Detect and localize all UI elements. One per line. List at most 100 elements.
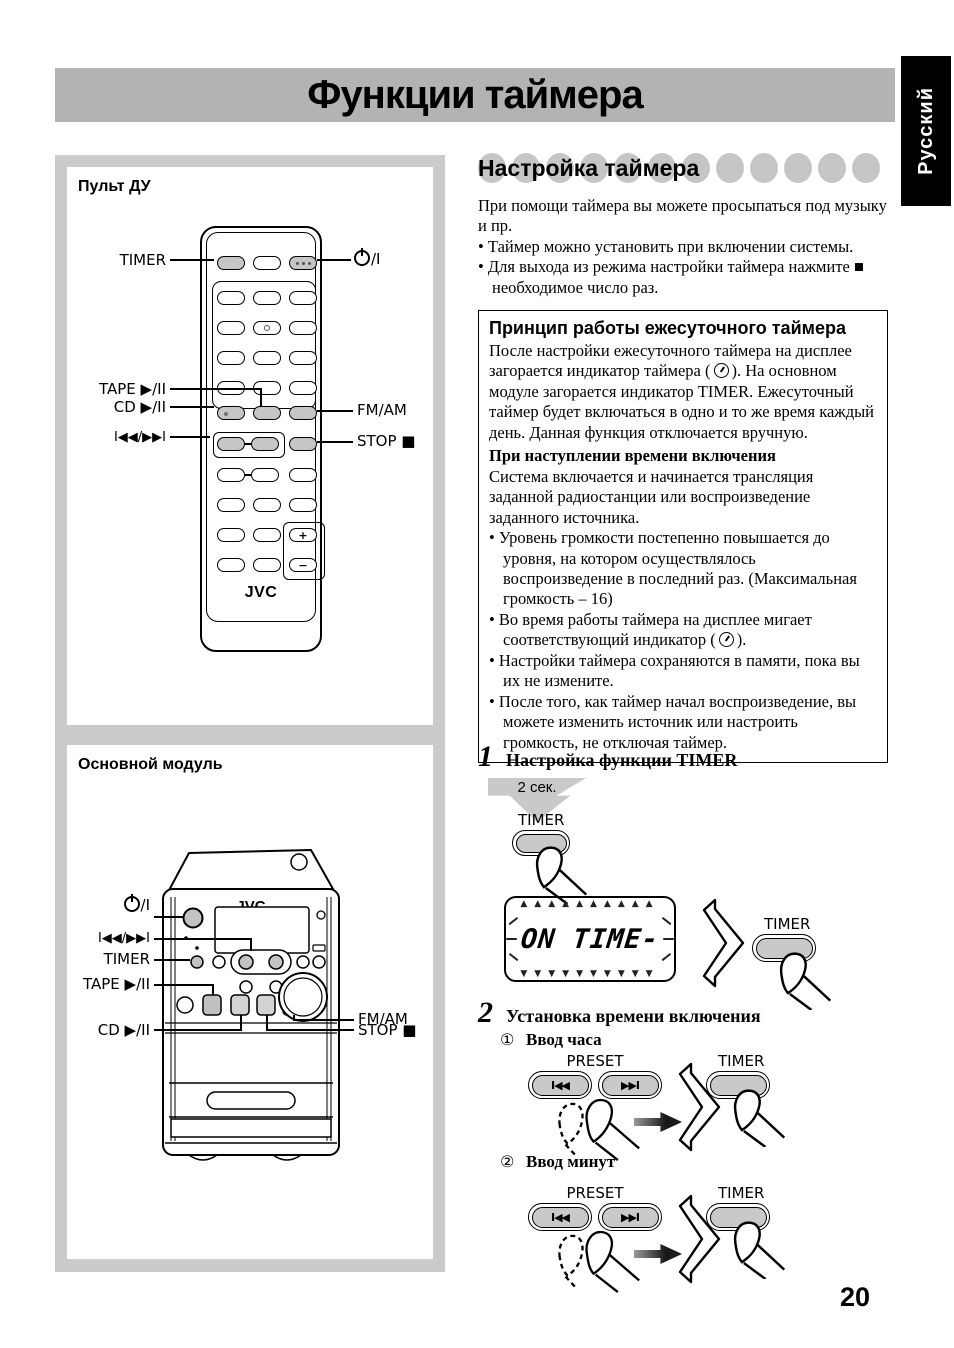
power-label-text: /I	[371, 250, 381, 268]
power-icon	[123, 896, 140, 912]
heading-dot	[750, 153, 778, 183]
module-tape-button	[202, 994, 222, 1016]
language-tab-label: Русский	[914, 87, 937, 175]
info-bullet: Во время работы таймера на дисплее мигае…	[489, 610, 877, 651]
module-skip-back-button	[238, 954, 254, 970]
para1-part-b: ). На основном модуле загорается индикат…	[489, 361, 875, 442]
display-text: ON TIME-	[519, 924, 661, 955]
remote-button	[217, 468, 245, 482]
flash-marks-bottom: ▼▼▼▼▼▼▼▼▼▼	[520, 969, 660, 979]
callout-line	[170, 436, 210, 438]
remote-face	[206, 232, 316, 622]
remote-button	[253, 351, 281, 365]
skip-forward-icon: ▶▶I	[601, 1206, 659, 1228]
callout-module-power: /I	[60, 896, 150, 913]
timer-button-label: TIMER	[518, 811, 565, 829]
flash-ray	[506, 938, 517, 941]
intro-text: При помощи таймера вы можете просыпаться…	[478, 196, 887, 236]
remote-button	[253, 256, 281, 270]
remote-button	[289, 468, 317, 482]
bullet-part-a: Во время работы таймера на дисплее мигае…	[498, 609, 812, 650]
callout-module-tape: TAPE ▶/II	[83, 975, 150, 993]
callout-line	[240, 1015, 242, 1031]
remote-button	[217, 291, 245, 305]
remote-stop-button	[289, 437, 317, 451]
callout-module-fmam: FM/AM	[358, 1010, 408, 1028]
callout-line	[260, 388, 262, 406]
skip-forward-icon: ▶▶I	[601, 1074, 659, 1096]
heading-dot	[478, 153, 506, 183]
lid-circle	[290, 853, 308, 871]
module-stop-button	[256, 994, 276, 1016]
display-illustration: ▲▲▲▲▲▲▲▲▲▲ ON TIME- ▼▼▼▼▼▼▼▼▼▼	[504, 896, 676, 982]
module-cd-button	[230, 994, 250, 1016]
remote-skip-forward-button	[251, 437, 279, 451]
remote-button	[253, 321, 281, 335]
callout-line	[154, 959, 190, 961]
remote-button	[217, 351, 245, 365]
preset-back-button: I◀◀	[528, 1071, 592, 1099]
callout-line	[317, 441, 353, 443]
remote-skip-group	[213, 432, 285, 458]
remote-timer-button	[217, 256, 245, 270]
callout-module-timer: TIMER	[103, 950, 150, 968]
callout-tape: TAPE ▶/II	[99, 380, 166, 398]
heading-dot	[716, 153, 744, 183]
remote-cd-button	[217, 406, 245, 420]
power-icon	[354, 250, 370, 266]
callout-cd: CD ▶/II	[113, 398, 166, 416]
module-top-lid	[166, 849, 334, 895]
next-arrow-icon	[700, 898, 746, 988]
heading-dot	[852, 153, 880, 183]
skip-back-icon: I◀◀	[531, 1074, 589, 1096]
callout-line	[293, 1015, 295, 1021]
callout-line	[154, 938, 252, 940]
finger-icon	[772, 948, 834, 1010]
module-display	[214, 906, 310, 954]
callout-stop: STOP ■	[357, 432, 416, 450]
remote-button	[289, 291, 317, 305]
page-title: Функции таймера	[307, 72, 643, 117]
bullet-part-b: ).	[736, 630, 747, 650]
preset-label: PRESET	[566, 1052, 624, 1070]
callout-line	[266, 1015, 268, 1031]
callout-line	[170, 406, 214, 408]
jvc-logo: JVC	[244, 584, 278, 601]
remote-control-illustration: + − JVC	[200, 226, 325, 652]
timer-button-label: TIMER	[764, 915, 811, 933]
heading-dot	[648, 153, 676, 183]
remote-volume-group	[283, 522, 325, 580]
remote-button	[289, 351, 317, 365]
info-box-subheading: При наступлении времени включения	[489, 446, 776, 466]
substep1-title: Ввод часа	[526, 1030, 602, 1049]
remote-power-button	[289, 256, 317, 270]
page-title-bar: Функции таймера	[55, 68, 895, 122]
step2-number: 2	[478, 996, 493, 1029]
heading-dot	[614, 153, 642, 183]
remote-button	[217, 528, 245, 542]
substep2-number: ②	[500, 1152, 515, 1171]
remote-button	[217, 321, 245, 335]
info-box: Принцип работы ежесуточного таймера Посл…	[478, 310, 888, 764]
callout-line	[154, 1029, 242, 1031]
info-box-para2: Система включается и начинается трансляц…	[489, 466, 814, 527]
module-tape-door-handle	[206, 1091, 296, 1110]
info-box-heading: Принцип работы ежесуточного таймера	[489, 318, 846, 338]
remote-volume-up-button: +	[289, 528, 317, 542]
section-title: Настройка таймера	[478, 155, 700, 181]
module-timer-button	[190, 955, 204, 969]
heading-dot	[682, 153, 710, 183]
remote-fmam-button	[289, 406, 317, 420]
remote-button	[289, 381, 317, 395]
timer-button-illustration	[752, 934, 816, 962]
power-button-dots-icon	[301, 261, 305, 265]
callout-line	[250, 938, 252, 951]
callout-module-skip: I◀◀/▶▶I	[97, 931, 150, 946]
language-tab: Русский	[901, 56, 951, 206]
skip-back-icon: I◀◀	[531, 1206, 589, 1228]
button-connector	[244, 443, 252, 445]
finger-icon	[528, 842, 590, 904]
callout-line	[293, 1019, 354, 1021]
flash-marks-top: ▲▲▲▲▲▲▲▲▲▲	[520, 899, 660, 909]
callout-line	[317, 410, 353, 412]
